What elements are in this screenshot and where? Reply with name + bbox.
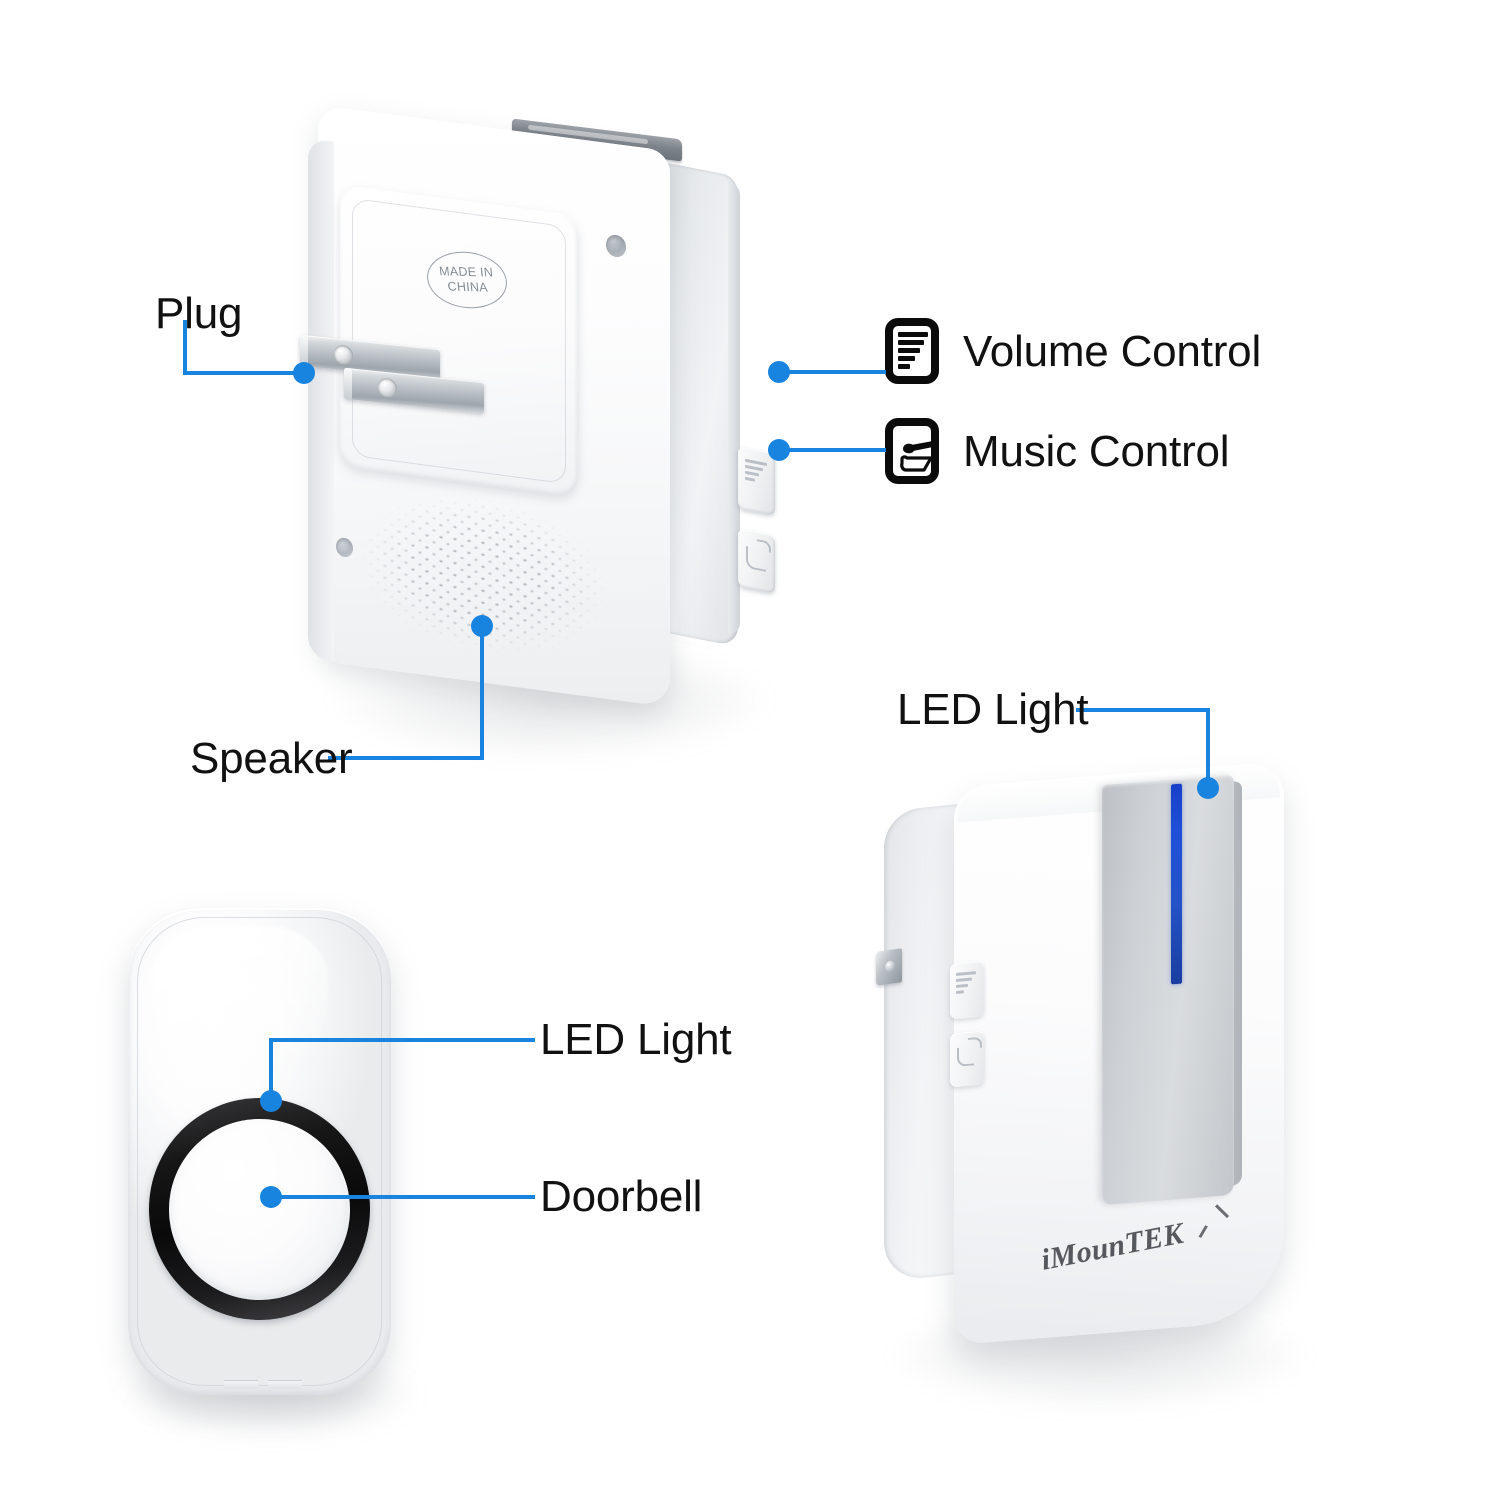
- prong-hole: [378, 377, 397, 399]
- volume-icon-bars: [898, 332, 928, 369]
- receiver-back-volume-button[interactable]: [738, 446, 775, 516]
- doorbell-push-button[interactable]: [169, 1119, 350, 1300]
- stamp-line-2: CHINA: [446, 278, 489, 295]
- prong-cap: [300, 334, 308, 367]
- speaker-dot-pattern-offset: [336, 469, 618, 687]
- receiver-front-device: iMounTEK: [862, 760, 1332, 1380]
- label-volume-control: Volume Control: [963, 327, 1262, 376]
- receiver-back-device: MADE IN CHINA: [300, 104, 820, 720]
- label-doorbell: Doorbell: [540, 1172, 703, 1221]
- volume-button-emboss: [745, 458, 767, 484]
- receiver-back-speaker-grille: [336, 469, 618, 687]
- music-note-glyph: [900, 441, 933, 472]
- volume-control-icon: [885, 318, 939, 384]
- stamp-line-1: MADE IN: [438, 264, 494, 281]
- music-button-emboss: [957, 1046, 974, 1067]
- receiver-front-gray-panel: [1102, 774, 1234, 1206]
- receiver-back-plate-seam: [352, 197, 566, 485]
- receiver-back-music-button[interactable]: [738, 528, 775, 594]
- label-plug: Plug: [155, 289, 243, 338]
- label-speaker: Speaker: [190, 734, 353, 783]
- receiver-front-plug-prong: [876, 948, 902, 986]
- prong-cap: [344, 367, 352, 400]
- label-led-light-doorbell: LED Light: [540, 1015, 732, 1064]
- receiver-front-music-button[interactable]: [950, 1030, 984, 1088]
- doorbell-gloss-highlight: [152, 926, 328, 1076]
- music-control-icon: [885, 418, 939, 484]
- receiver-front-volume-button[interactable]: [950, 960, 984, 1020]
- check-swoosh-icon: [1185, 1214, 1228, 1243]
- label-led-light-receiver: LED Light: [897, 685, 1089, 734]
- label-music-control: Music Control: [963, 427, 1230, 476]
- doorbell-bottom-notch: [268, 1380, 302, 1389]
- receiver-front-led-strip: [1171, 783, 1182, 985]
- prong-hole: [334, 344, 353, 366]
- volume-button-emboss: [956, 971, 976, 994]
- doorbell-transmitter-device: [128, 908, 408, 1408]
- doorbell-housing-seam: [137, 917, 382, 1386]
- doorbell-bottom-notch: [224, 1380, 258, 1389]
- music-button-emboss: [746, 545, 766, 572]
- receiver-back-left-wall: [308, 138, 334, 662]
